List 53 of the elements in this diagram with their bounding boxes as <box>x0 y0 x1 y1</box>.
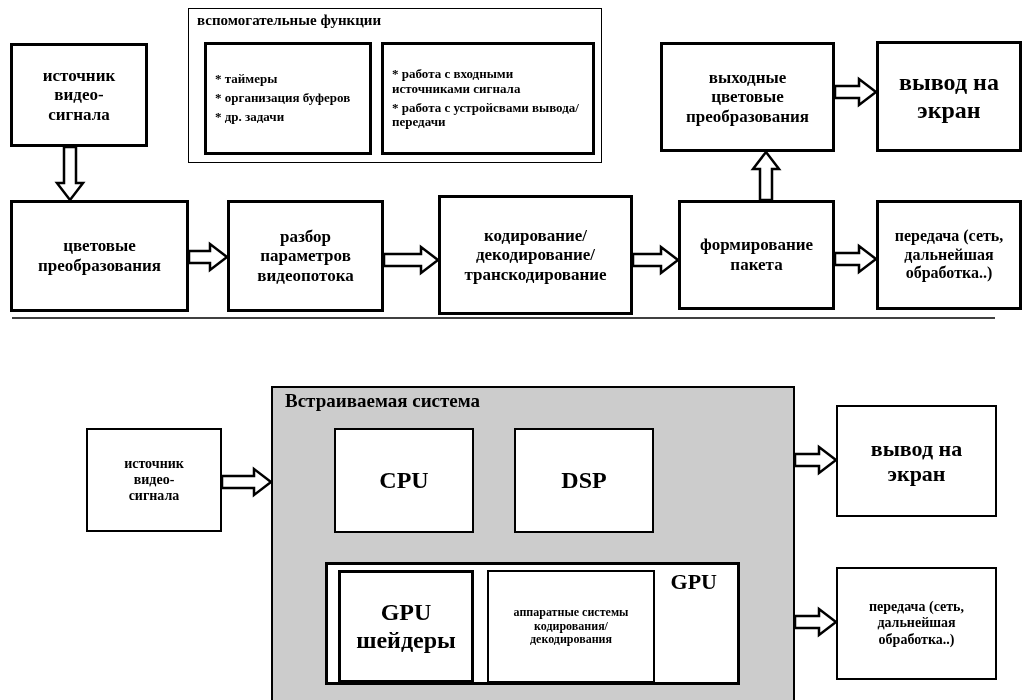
gpu-panel <box>325 562 740 685</box>
block-arrow <box>187 241 230 273</box>
group-box <box>188 8 602 163</box>
process-box <box>876 200 1022 310</box>
list-item: * организация буферов <box>215 91 351 106</box>
block-arrow <box>220 466 274 498</box>
box-label: цветовые преобразования <box>37 236 162 276</box>
box-label: передача (сеть, дальнейшая обработка..) <box>867 599 966 648</box>
box-label: передача (сеть, дальнейшая обработка..) <box>893 227 1005 283</box>
process-box <box>86 428 222 532</box>
block-arrow <box>54 145 86 203</box>
block-arrow <box>750 149 782 202</box>
process-box <box>836 405 997 517</box>
list-box <box>381 42 595 155</box>
box-label: вывод на экран <box>898 68 1000 125</box>
process-box <box>334 428 474 533</box>
process-box <box>338 570 474 683</box>
panel-heading: Встраиваемая система <box>285 390 481 412</box>
block-arrow <box>833 76 879 108</box>
box-label: выходные цветовые преобразования <box>685 67 810 127</box>
list-item: * др. задачи <box>215 109 285 125</box>
list-box <box>204 42 372 155</box>
list-item: * таймеры <box>215 72 278 88</box>
process-box <box>227 200 384 312</box>
box-label: источник видео- сигнала <box>41 65 117 125</box>
process-box <box>438 195 633 315</box>
block-arrow <box>793 444 839 476</box>
box-label: формирование пакета <box>698 235 815 275</box>
process-box <box>514 428 654 533</box>
process-box <box>836 567 997 680</box>
block-arrow <box>793 606 839 638</box>
box-label: DSP <box>561 466 607 495</box>
process-box <box>487 570 655 683</box>
panel-heading: GPU <box>670 569 717 595</box>
box-label: источник видео- сигнала <box>123 455 185 505</box>
box-label: CPU <box>379 466 429 495</box>
block-arrow <box>382 244 441 276</box>
block-arrow <box>833 243 879 275</box>
box-label: аппаратные системы кодирования/ декодирования <box>512 605 630 648</box>
box-label: разбор параметров видеопотока <box>256 226 355 286</box>
box-label: кодирование/ декодирование/ транскодирование <box>463 225 608 285</box>
panel-heading: вспомогательные функции <box>197 12 382 30</box>
block-arrow <box>631 244 681 276</box>
process-box <box>876 41 1022 152</box>
system-panel <box>271 386 795 700</box>
list-item: * работа с устройсвами вывода/передачи <box>392 100 580 131</box>
list-item: * работа с входными источниками сигнала <box>392 66 522 97</box>
process-box <box>678 200 835 310</box>
box-label: GPU шейдеры <box>356 598 456 655</box>
box-label: вывод на экран <box>869 435 964 487</box>
process-box <box>10 200 189 312</box>
process-box <box>10 43 148 147</box>
process-box <box>660 42 835 152</box>
